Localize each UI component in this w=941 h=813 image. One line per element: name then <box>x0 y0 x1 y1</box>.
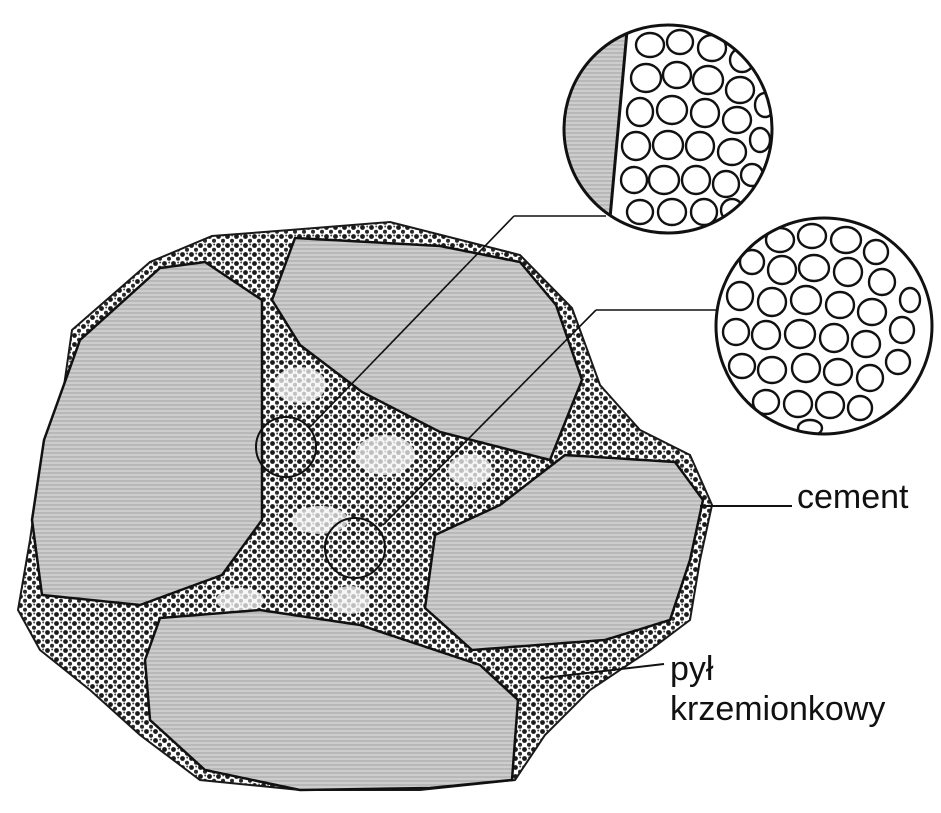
cement-label: cement <box>797 478 909 517</box>
silica-fume-label-line1: pył <box>670 650 713 689</box>
magnified-view-interface <box>560 20 780 240</box>
magnified-view-matrix <box>710 212 940 442</box>
silica-fume-label-line2: krzemionkowy <box>670 690 885 729</box>
grain-left <box>32 262 262 605</box>
